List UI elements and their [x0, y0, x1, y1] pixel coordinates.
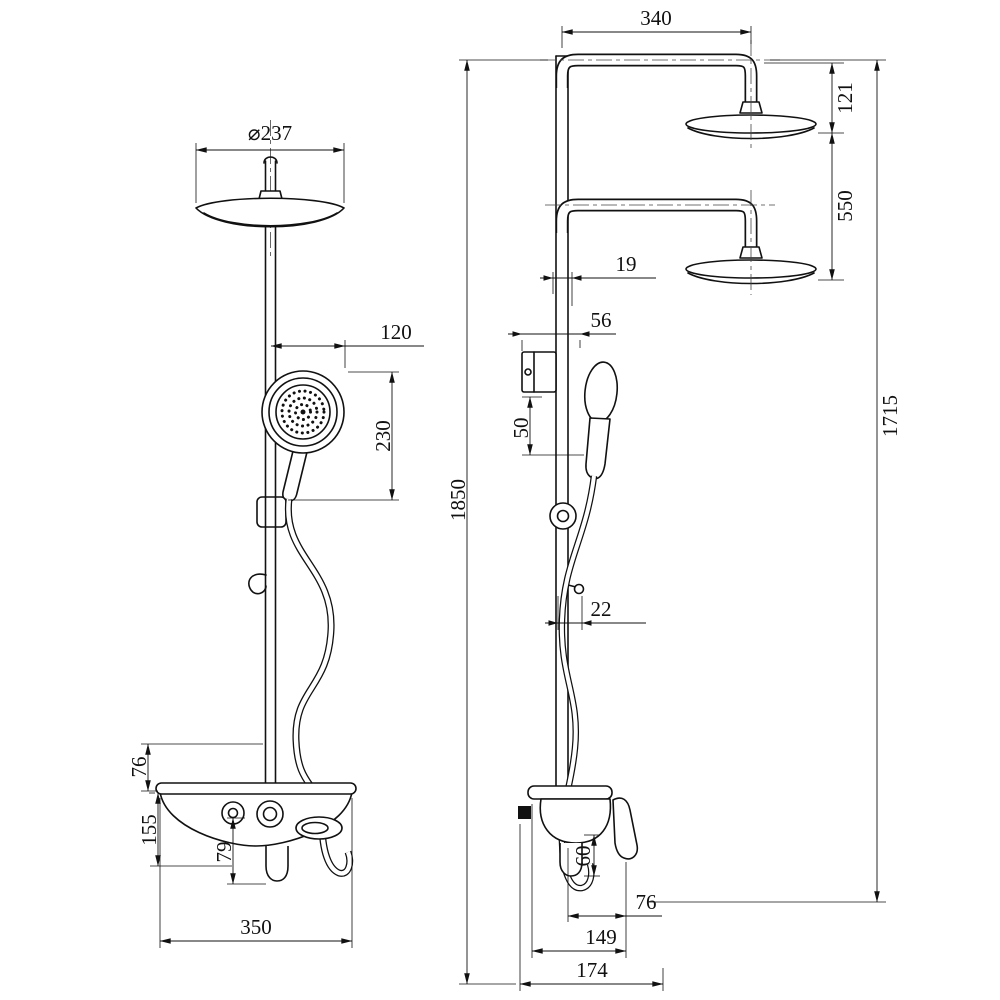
dim-label-body-depth: 76 [636, 890, 657, 914]
dim-label-head-drop: 121 [833, 82, 857, 114]
dim-side-hook-reach: 22 [545, 596, 646, 630]
dim-label-head-height: 1715 [878, 395, 902, 437]
dim-side-bracket-offset: 56 [508, 308, 616, 351]
dim-label-pole-offset: 19 [616, 252, 637, 276]
dim-label-hand-shower-offset: 120 [380, 320, 412, 344]
side-dimensions: 340 121 550 19 [446, 6, 902, 991]
front-lever-handle [295, 816, 343, 840]
front-shelf-mixer [155, 782, 357, 882]
dim-label-bracket-drop: 50 [509, 418, 533, 439]
dim-side-total-height: 1850 [446, 59, 548, 985]
dim-label-overall-depth: 174 [576, 958, 608, 982]
side-wall-inlet [518, 806, 531, 819]
dim-side-body-depth: 76 [567, 848, 662, 958]
dim-front-shelf-clearance: 76 [127, 743, 263, 792]
dim-label-spout-drop: 60 [571, 846, 595, 867]
front-hook [248, 573, 267, 595]
dim-label-spout-height: 79 [212, 842, 236, 863]
dim-label-head-diameter: ⌀237 [248, 121, 292, 145]
dim-side-head-height: 1715 [648, 59, 902, 903]
dim-side-pole-offset: 19 [540, 252, 656, 306]
side-mixer-handle [612, 797, 639, 860]
dim-label-hand-shower-height: 230 [371, 420, 395, 452]
dim-side-overall-depth: 174 [519, 824, 664, 991]
front-spout [265, 846, 289, 882]
dim-side-arm-reach: 340 [561, 6, 752, 48]
front-shelf-plate [155, 782, 357, 795]
dim-label-arm-reach: 340 [640, 6, 672, 30]
dim-label-total-height: 1850 [446, 479, 470, 521]
front-hand-shower-handle [282, 450, 308, 502]
front-pole [263, 156, 278, 789]
side-spout [559, 843, 583, 877]
front-hand-shower [261, 370, 345, 502]
side-mixer [518, 785, 639, 877]
front-slider-holder [256, 496, 287, 528]
dim-label-shelf-clearance: 76 [127, 757, 151, 778]
dim-side-spout-drop: 60 [571, 834, 600, 877]
dim-label-shelf-width: 350 [240, 915, 272, 939]
side-upper-arm [555, 53, 817, 140]
side-hose [558, 475, 598, 892]
side-wall-bracket [521, 351, 557, 393]
dim-front-head-diameter: ⌀237 [195, 121, 345, 203]
dim-side-bracket-drop: 50 [509, 396, 584, 456]
dim-label-base-depth: 149 [585, 925, 617, 949]
dim-label-hook-reach: 22 [591, 597, 612, 621]
dim-side-base-depth: 149 [531, 804, 627, 958]
side-hand-shower [583, 361, 619, 480]
dim-side-head-spacing: 550 [818, 132, 857, 281]
front-hose [284, 498, 354, 877]
dim-front-hand-shower-offset: 120 [270, 320, 424, 368]
dim-label-shelf-height: 155 [137, 814, 161, 846]
side-shelf-profile [527, 785, 613, 800]
side-mixer-body [539, 798, 612, 844]
dim-label-bracket-offset: 56 [591, 308, 612, 332]
dim-label-head-spacing: 550 [833, 190, 857, 222]
side-centerlines [540, 40, 780, 295]
dim-front-shelf-width: 350 [159, 798, 353, 948]
dim-front-spout-height: 79 [212, 817, 266, 885]
side-slider-holder [549, 502, 577, 530]
front-dimensions: ⌀237 120 230 76 [127, 121, 424, 948]
side-hand-shower-handle [585, 417, 611, 480]
front-knob-right [256, 800, 284, 828]
side-hook [567, 583, 585, 595]
front-shower-head [195, 197, 345, 228]
dim-front-shelf-height: 155 [137, 792, 232, 867]
front-view: ⌀237 120 230 76 [127, 120, 424, 948]
side-view: 340 121 550 19 [446, 6, 902, 991]
side-lower-arm [555, 198, 817, 285]
dim-front-hand-shower-height: 230 [288, 371, 399, 501]
